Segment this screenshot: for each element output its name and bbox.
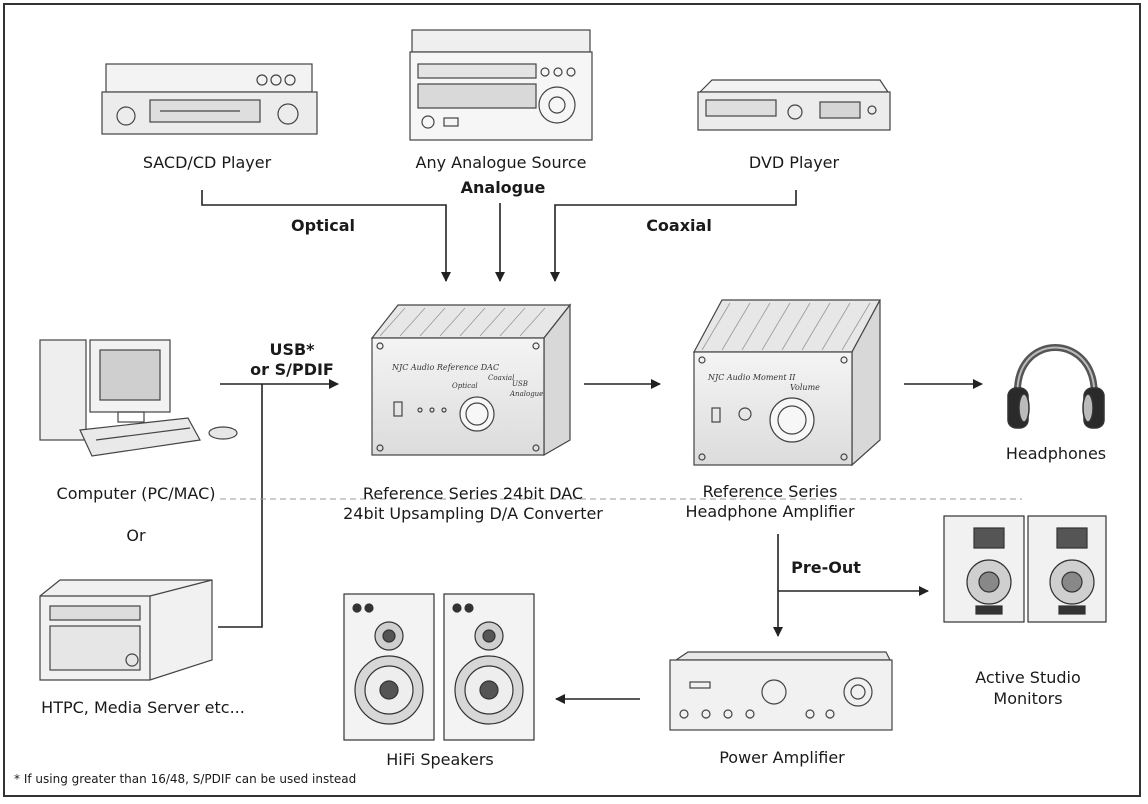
dvd-label: DVD Player	[748, 153, 840, 172]
preout-label: Pre-Out	[791, 558, 861, 577]
htpc-label: HTPC, Media Server etc...	[41, 698, 245, 717]
htpc-icon	[39, 579, 213, 681]
hifi-label: HiFi Speakers	[386, 750, 494, 769]
headamp-face-volume: Volume	[790, 383, 820, 392]
usb-label-line1: USB*	[269, 340, 315, 359]
usb-label-line2: or S/PDIF	[250, 360, 334, 379]
headphones-label: Headphones	[1005, 444, 1107, 463]
sacd-player-icon	[101, 63, 318, 135]
active-monitors-icon	[943, 515, 1107, 623]
monitors-label-line1: Active Studio	[975, 668, 1081, 687]
dac-label-line2: 24bit Upsampling D/A Converter	[343, 504, 603, 523]
dac-face-brand: NJC Audio Reference DAC	[391, 363, 499, 372]
monitors-label-line2: Monitors	[993, 689, 1063, 708]
dac-label-line1: Reference Series 24bit DAC	[362, 484, 584, 503]
or-label: Or	[126, 526, 146, 545]
power-amp-label: Power Amplifier	[719, 748, 845, 767]
dac-face-label-optical: Optical	[452, 382, 478, 390]
headamp-label-line2: Headphone Amplifier	[685, 502, 855, 521]
computer-label: Computer (PC/MAC)	[56, 484, 216, 503]
dac-face-label-analogue: Analogue	[509, 390, 543, 398]
headphone-amp-icon	[692, 299, 882, 467]
optical-line	[201, 190, 451, 282]
headamp-label-line1: Reference Series	[702, 482, 838, 501]
htpc-line	[218, 384, 263, 628]
analogue-source-icon	[409, 29, 593, 141]
dac-face-label-coaxial: Coaxial	[488, 374, 514, 382]
coaxial-connection-label: Coaxial	[646, 216, 712, 235]
analogue-connection-label: Analogue	[460, 178, 546, 197]
dac-unit-icon	[370, 303, 572, 457]
headamp-face-brand: NJC Audio Moment II	[707, 373, 796, 382]
hifi-speakers-icon	[343, 593, 535, 741]
power-amplifier-icon	[669, 651, 893, 731]
desktop-computer-icon	[39, 339, 238, 457]
analogue-source-label: Any Analogue Source	[415, 153, 587, 172]
coaxial-line	[550, 190, 797, 282]
headphones-icon	[1007, 344, 1105, 429]
diagram-frame	[3, 3, 1141, 797]
sacd-label: SACD/CD Player	[142, 153, 272, 172]
dvd-player-icon	[697, 79, 891, 131]
footnote: * If using greater than 16/48, S/PDIF ca…	[14, 772, 357, 786]
dac-face-label-usb: USB	[512, 380, 528, 388]
connection-lines	[201, 190, 983, 704]
optical-connection-label: Optical	[291, 216, 355, 235]
